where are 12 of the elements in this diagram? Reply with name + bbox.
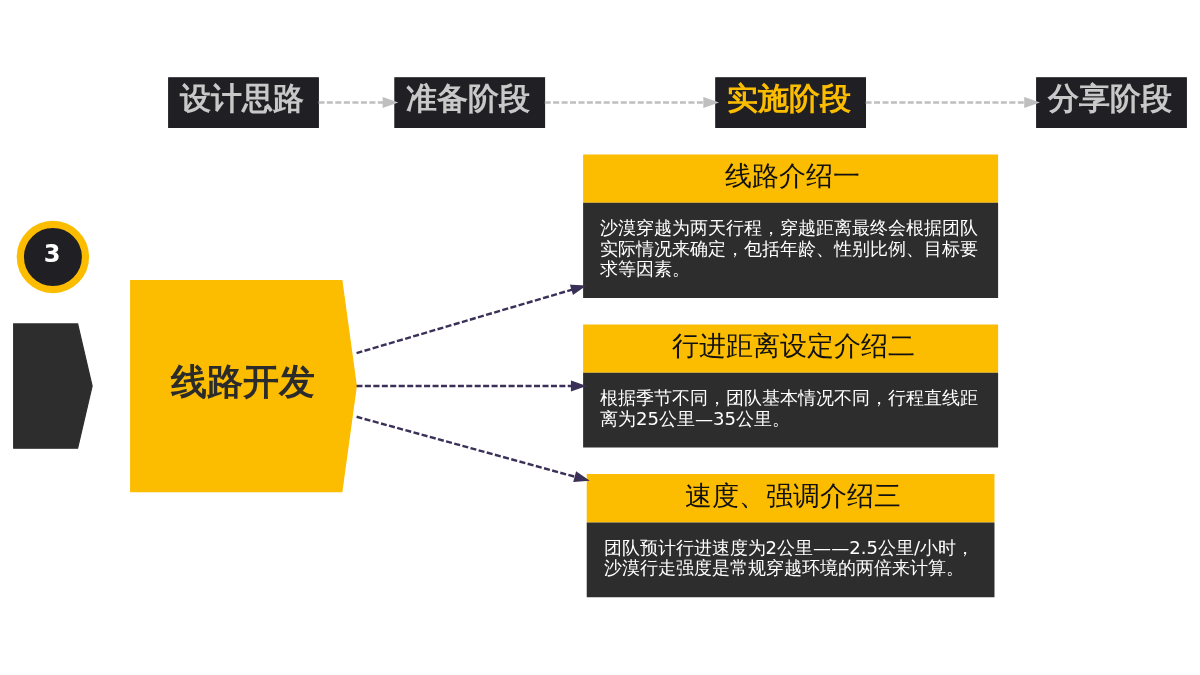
node-box: 分享阶段: [1036, 77, 1187, 128]
node-box: 实施阶段: [715, 77, 866, 128]
node-box: 设计思路: [168, 77, 319, 128]
node-chevron: [13, 323, 93, 449]
node-box: 准备阶段: [394, 77, 546, 128]
arrow: [865, 97, 1040, 109]
arrow: [356, 380, 587, 392]
node-circle: 3: [16, 220, 90, 294]
arrow: [356, 284, 587, 355]
arrow: [356, 415, 590, 482]
arrow: [318, 97, 399, 109]
arrow: [544, 97, 720, 109]
